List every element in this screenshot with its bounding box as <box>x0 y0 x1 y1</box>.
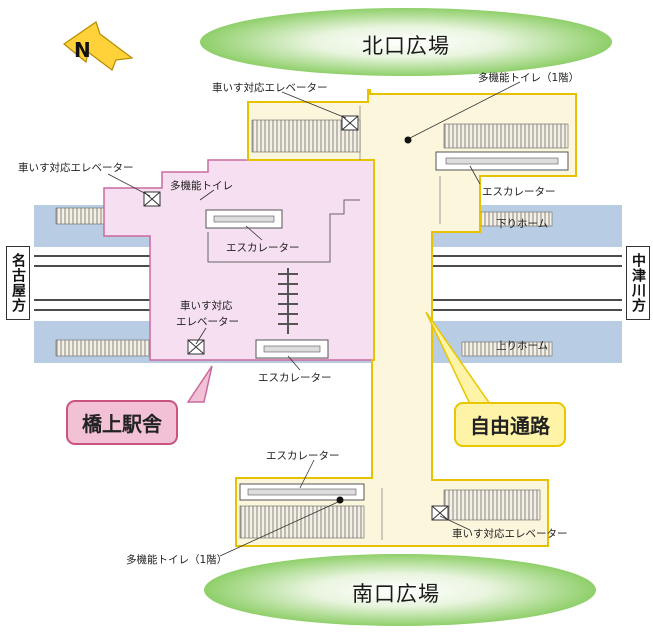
bldg-elevator-top-label: 車いす対応エレベーター <box>18 162 134 174</box>
leader-lines <box>107 81 521 557</box>
station-stair-steps <box>278 273 298 325</box>
north-toilet-label: 多機能トイレ（1階） <box>478 72 580 84</box>
toilet-marker-north <box>404 136 412 144</box>
direction-west: 名古屋方 <box>6 246 30 320</box>
station-building-callout: 橋上駅舎 <box>66 400 178 445</box>
free-passage <box>235 89 577 547</box>
bldg-escalator-top-label: エスカレーター <box>226 242 300 254</box>
south-escalator-belt <box>247 488 357 496</box>
north-label: N <box>74 38 91 62</box>
north-escalator-label: エスカレーター <box>482 186 556 198</box>
station-inner-wall <box>207 199 360 263</box>
south-plaza-label: 南口広場 <box>352 582 440 606</box>
direction-east: 中津川方 <box>626 246 650 320</box>
south-escalator-label: エスカレーター <box>266 450 340 462</box>
bldg-escalator-bottom-label: エスカレーター <box>258 372 332 384</box>
north-elevator-label: 車いす対応エレベーター <box>212 82 328 94</box>
bldg-escalator-top-belt <box>213 215 275 223</box>
north-arrow-icon <box>63 21 134 71</box>
stair-up-west <box>55 339 153 357</box>
north-escalator-belt <box>445 157 559 165</box>
south-toilet-label: 多機能トイレ（1階） <box>126 554 228 566</box>
free-passage-callout: 自由通路 <box>454 402 566 447</box>
stair-up-east <box>461 341 553 357</box>
north-plaza-label: 北口広場 <box>362 34 450 58</box>
north-plaza <box>200 8 612 76</box>
bldg-escalator-bottom-belt <box>263 345 321 353</box>
bldg-elevator-bottom-label-2: エレベーター <box>176 316 239 328</box>
bldg-toilet-label: 多機能トイレ <box>170 180 233 192</box>
platform-down-label: 下りホーム <box>496 218 549 230</box>
south-stair-east <box>443 489 541 521</box>
south-plaza <box>204 554 596 626</box>
south-elevator-label: 車いす対応エレベーター <box>452 528 568 540</box>
elevator-icon <box>143 115 449 521</box>
platform-up-label: 上りホーム <box>496 340 549 352</box>
station-callout-pointer <box>186 365 213 403</box>
south-stair-west <box>239 505 365 539</box>
toilet-marker-south <box>336 496 344 504</box>
north-stair-east <box>443 123 569 149</box>
bldg-elevator-bottom-label-1: 車いす対応 <box>180 300 233 312</box>
